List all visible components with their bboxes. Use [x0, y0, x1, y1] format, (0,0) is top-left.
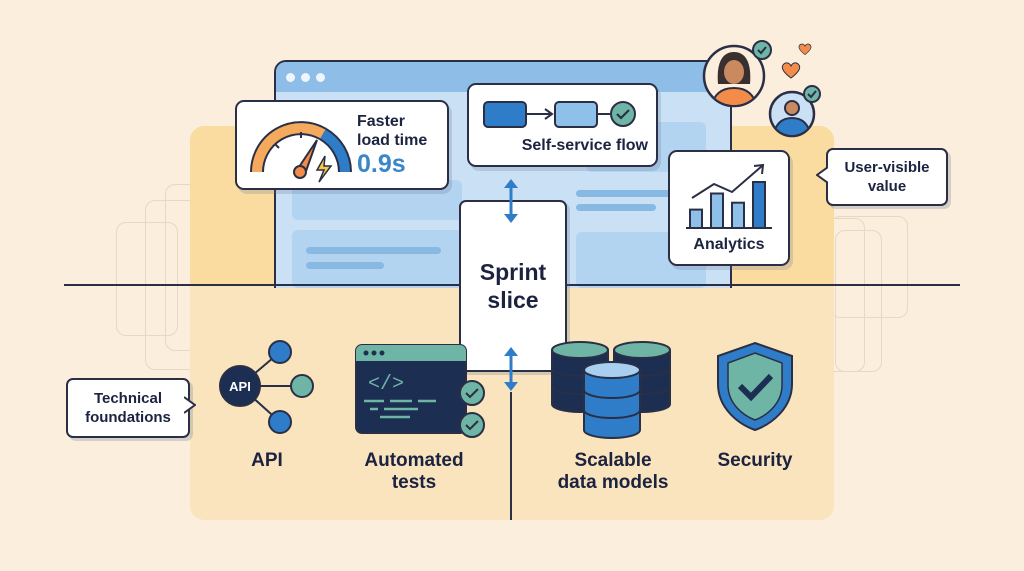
- self-service-card: Self-service flow: [467, 83, 658, 167]
- flow-step-2: [554, 101, 598, 128]
- sprint-slice-line2: slice: [487, 287, 539, 313]
- window-dot: [301, 72, 310, 82]
- heart-icon: [798, 43, 812, 56]
- user-avatar-man: [768, 85, 821, 138]
- text-placeholder: [576, 190, 686, 197]
- content-panel: [292, 230, 462, 288]
- security-label: Security: [717, 450, 793, 471]
- ghost-card: [116, 222, 178, 336]
- api-label: API: [251, 450, 283, 471]
- analytics-bar: [752, 181, 766, 229]
- self-service-label: Self-service flow: [521, 137, 648, 154]
- load-time-label-line2: load time: [357, 132, 428, 149]
- shield-check-icon: [717, 341, 793, 432]
- user-visible-value-callout: User-visible value: [826, 148, 948, 206]
- api-network-icon: API: [219, 340, 314, 434]
- bar-chart-trend-icon: [686, 163, 772, 229]
- window-dot: [286, 72, 295, 82]
- ghost-card: [835, 230, 882, 372]
- load-time-label-line1: Faster: [357, 113, 406, 130]
- database-icon: [551, 341, 671, 439]
- arrow-right-icon: [527, 108, 554, 120]
- foundation-label-tests: Automated tests: [346, 450, 482, 494]
- ghost-card: [830, 216, 908, 318]
- callout-pointer: [184, 396, 196, 414]
- window-dot: [316, 72, 325, 82]
- callout-line2: foundations: [85, 409, 171, 426]
- callout-line1: User-visible: [844, 159, 930, 176]
- flow-connector: [598, 113, 610, 115]
- callout-pointer: [816, 166, 828, 184]
- load-time-label: Faster load time: [357, 112, 427, 150]
- sprint-slice-card: Sprint slice: [459, 200, 567, 372]
- text-placeholder: [576, 204, 656, 211]
- text-placeholder: [306, 262, 384, 269]
- load-time-value: 0.9s: [357, 150, 406, 178]
- check-circle-icon: [610, 101, 636, 127]
- load-time-card: Faster load time 0.9s: [235, 100, 449, 190]
- heart-icon: [781, 62, 801, 79]
- flow-step-1: [483, 101, 527, 128]
- analytics-label: Analytics: [693, 236, 765, 253]
- foundation-label-api: API: [222, 450, 312, 472]
- tests-label-line2: tests: [391, 472, 437, 493]
- code-window-icon: </>: [355, 344, 485, 438]
- callout-line2: value: [867, 178, 907, 195]
- double-arrow-icon: [504, 347, 518, 391]
- text-placeholder: [306, 247, 441, 254]
- foundation-label-security: Security: [700, 450, 810, 472]
- analytics-bar: [689, 208, 703, 229]
- user-avatar-woman: [702, 40, 772, 108]
- analytics-bar: [731, 201, 745, 229]
- foundation-label-data: Scalable data models: [538, 450, 688, 494]
- technical-foundations-callout: Technical foundations: [66, 378, 190, 438]
- api-icon-text: API: [229, 379, 251, 394]
- analytics-card: Analytics: [668, 150, 790, 266]
- svg-text:</>: </>: [368, 373, 404, 396]
- sprint-axis-line: [510, 392, 512, 520]
- double-arrow-icon: [504, 179, 518, 223]
- data-label-line1: Scalable: [574, 450, 652, 471]
- callout-line1: Technical: [93, 390, 163, 407]
- analytics-bar: [710, 192, 724, 229]
- speedometer-icon: [250, 121, 352, 183]
- sprint-slice-line1: Sprint: [479, 259, 547, 285]
- data-label-line2: data models: [557, 472, 669, 493]
- tests-label-line1: Automated: [364, 450, 464, 471]
